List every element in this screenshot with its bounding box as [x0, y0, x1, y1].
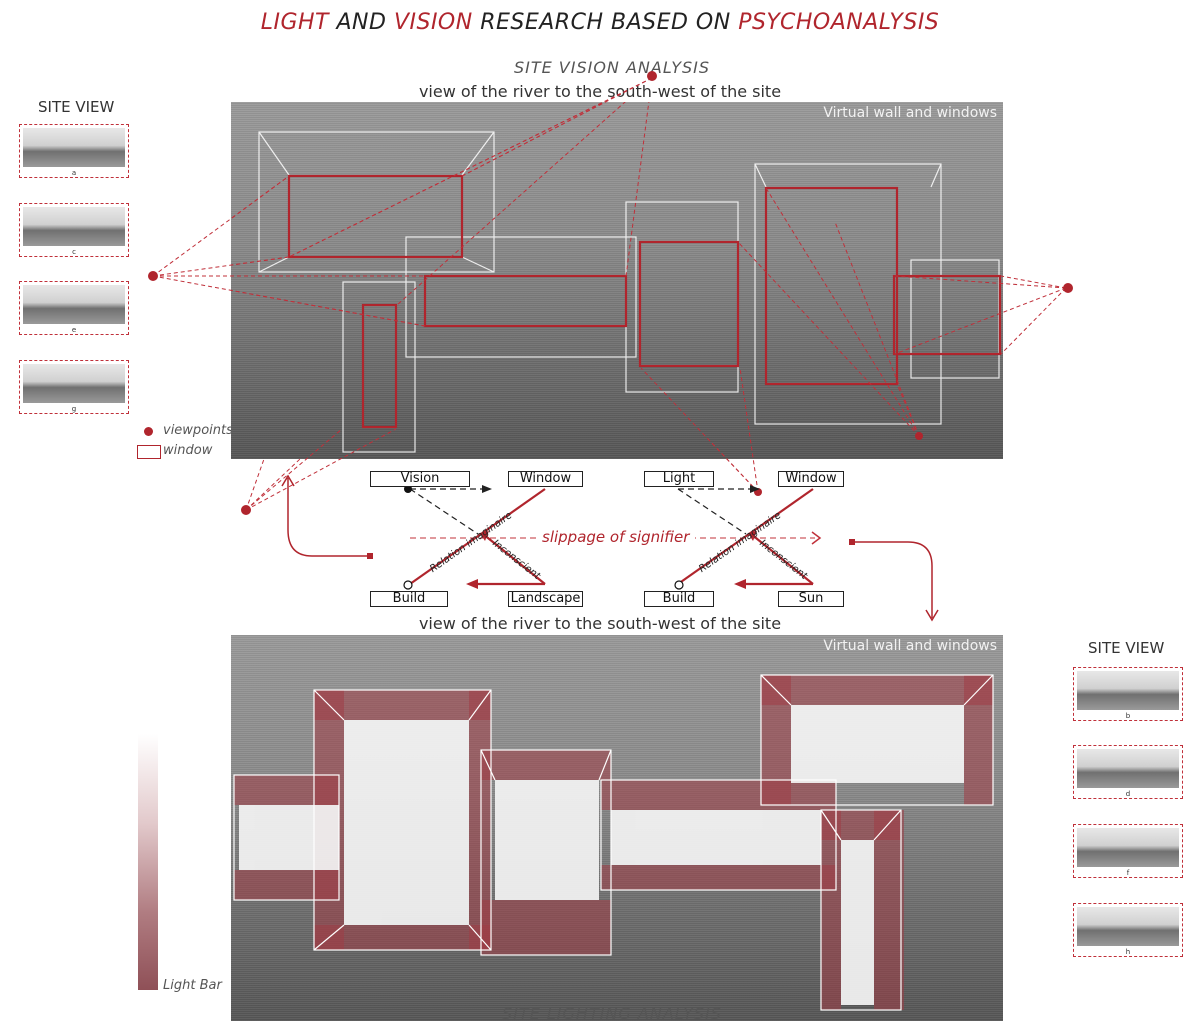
right-site-view-heading: SITE VIEW [1088, 639, 1165, 657]
slippage-label: slippage of signifier [536, 528, 696, 546]
schema-window-right: Window [778, 471, 844, 487]
schema-landscape: Landscape [508, 591, 583, 607]
schema-build-right: Build [644, 591, 714, 607]
virtual-wall-tag-top: Virtual wall and windows [823, 105, 997, 121]
site-thumb-g[interactable]: g [19, 360, 129, 414]
site-thumb-e[interactable]: e [19, 281, 129, 335]
virtual-wall-tag-bottom: Virtual wall and windows [823, 638, 997, 654]
site-vision-title: SITE VISION ANALYSIS [513, 58, 711, 77]
site-thumb-h[interactable]: h [1073, 903, 1183, 957]
legend-viewpoints: viewpoints [163, 423, 233, 438]
viewpoint-legend-icon [144, 427, 153, 436]
legend-window: window [163, 443, 213, 458]
bottom-caption: view of the river to the south-west of t… [418, 614, 782, 633]
schema-vision: Vision [370, 471, 470, 487]
schema-window-left: Window [508, 471, 583, 487]
site-thumb-b[interactable]: b [1073, 667, 1183, 721]
site-thumb-f[interactable]: f [1073, 824, 1183, 878]
light-bar [138, 734, 158, 990]
page-title: LIGHT AND VISION RESEARCH BASED ON PSYCH… [260, 10, 940, 35]
schema-sun: Sun [778, 591, 844, 607]
site-thumb-d[interactable]: d [1073, 745, 1183, 799]
viewpoint-marker-top [647, 71, 657, 81]
viewpoint-marker-left [148, 271, 158, 281]
site-lighting-photo: Virtual wall and windows [231, 635, 1003, 1021]
lighting-overlay [233, 674, 994, 1011]
schema-light: Light [644, 471, 714, 487]
site-lighting-title: SITE LIGHTING ANALYSIS [502, 1004, 722, 1023]
left-site-view-heading: SITE VIEW [38, 98, 115, 116]
window-legend-icon [137, 445, 161, 459]
viewpoint-marker-bottom-left [241, 505, 251, 515]
site-thumb-c[interactable]: c [19, 203, 129, 257]
viewpoint-marker-right [1063, 283, 1073, 293]
site-thumb-a[interactable]: a [19, 124, 129, 178]
site-vision-photo: Virtual wall and windows [231, 102, 1003, 459]
light-bar-label: Light Bar [163, 978, 222, 993]
top-caption: view of the river to the south-west of t… [418, 82, 782, 101]
schema-build-left: Build [370, 591, 448, 607]
